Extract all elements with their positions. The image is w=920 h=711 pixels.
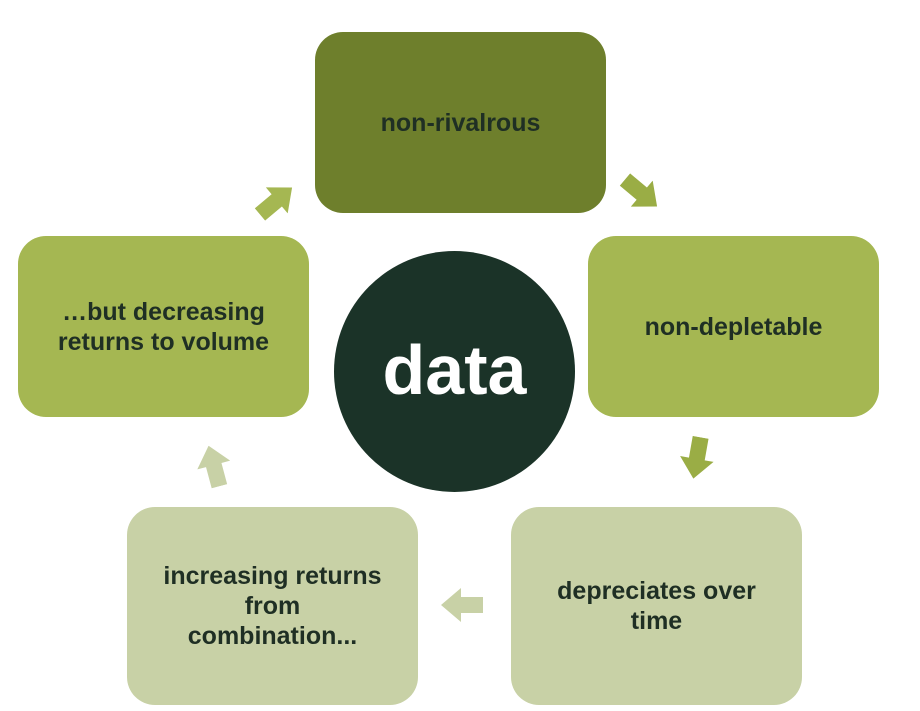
arrow-right-to-bottom-right-icon (677, 434, 718, 481)
arrow-bottom-right-to-bottom-left-icon (441, 588, 483, 622)
node-depreciates-over-time: depreciates over time (511, 507, 802, 705)
center-circle: data (334, 251, 575, 492)
node-increasing-returns: increasing returns from combination... (127, 507, 418, 705)
node-label-line: returns to volume (57, 327, 270, 356)
center-label: data (382, 330, 527, 409)
arrow-bottom-left-to-left-icon (192, 441, 236, 490)
node-label: non-rivalrous (380, 108, 541, 137)
node-label-line: depreciates over (557, 577, 756, 605)
node-non-depletable: non-depletable (588, 236, 879, 417)
node-label-line: time (630, 607, 683, 635)
node-label-line: …but decreasing (62, 297, 265, 326)
node-label-line: from (244, 592, 301, 620)
node-non-rivalrous: non-rivalrous (315, 32, 606, 213)
node-label-line: combination... (187, 622, 358, 650)
node-label: non-depletable (644, 312, 823, 341)
arrow-left-to-top-icon (249, 174, 303, 227)
arrow-top-to-right-icon (614, 166, 668, 219)
node-decreasing-returns: …but decreasing returns to volume (18, 236, 309, 417)
node-label-line: increasing returns (163, 562, 382, 590)
